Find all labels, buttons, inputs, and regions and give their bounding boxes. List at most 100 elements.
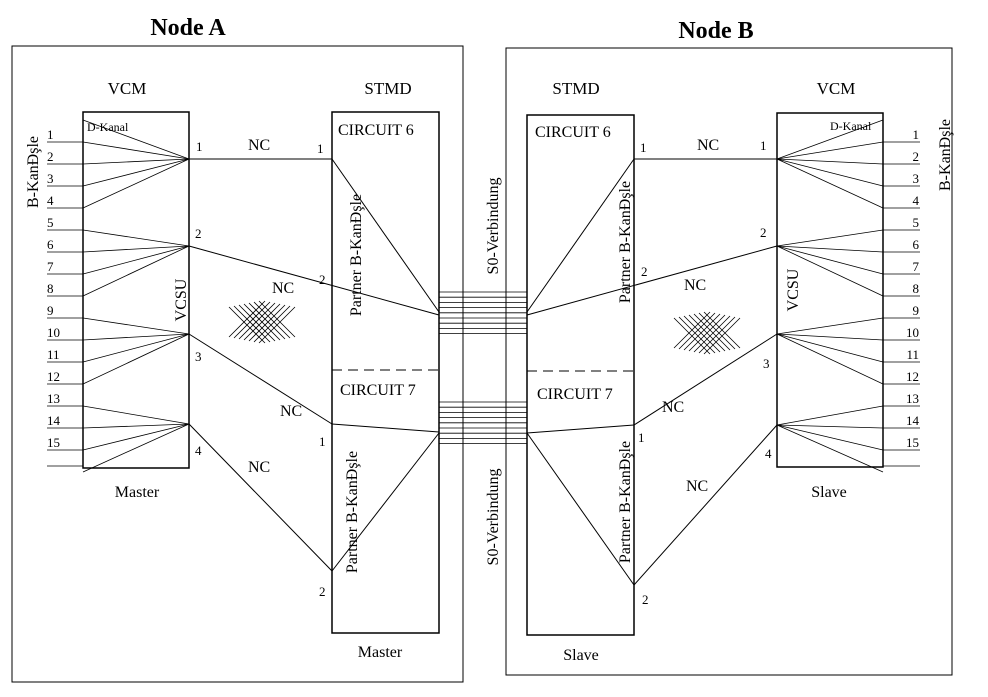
b-c6p1-diag <box>526 158 635 313</box>
b-c6-port-1: 1 <box>640 140 647 155</box>
a-fan-line <box>82 423 190 429</box>
node-b-title: Node B <box>678 18 753 44</box>
node-a-channel-fans <box>82 119 190 473</box>
a-channel-number: 11 <box>47 347 60 362</box>
hatch-line <box>703 317 741 355</box>
a-fan-line <box>82 333 190 363</box>
hatch-line <box>238 304 276 342</box>
node-a-circuit7: CIRCUIT 7 <box>340 382 416 399</box>
b-c6-port-2: 2 <box>641 264 648 279</box>
b-c7p2-diag <box>526 432 635 586</box>
hatch-line <box>253 305 291 343</box>
node-a-d-kanal: D-Kanal <box>87 120 129 134</box>
a-channel-number: 10 <box>47 325 60 340</box>
hatch-line <box>693 313 731 351</box>
b-link-p4 <box>633 424 778 586</box>
hatch-line <box>258 306 296 344</box>
b-channel-number: 15 <box>906 435 919 450</box>
node-b-circuit6: CIRCUIT 6 <box>535 124 611 141</box>
b-fan-line <box>776 245 884 297</box>
b-vcm-port-4: 4 <box>765 446 772 461</box>
a-channel-number: 7 <box>47 259 54 274</box>
node-b-vcm-footer: Slave <box>811 484 847 501</box>
a-c6-port-2: 2 <box>319 272 326 287</box>
a-fan-line <box>82 158 190 165</box>
a-channel-number: 14 <box>47 413 61 428</box>
a-fan-line <box>82 405 190 425</box>
node-a-c7-partner-label: Partner B-KanÐşle <box>344 451 361 573</box>
node-a-stmd-footer: Master <box>358 644 403 661</box>
node-b-c7-partner-label: Partner B-KanÐşle <box>617 441 634 563</box>
node-a-title: Node A <box>150 15 226 41</box>
b-fan-line <box>776 424 884 473</box>
node-a-vcm-box <box>82 111 190 469</box>
node-a-vcm-footer: Master <box>115 484 160 501</box>
a-nc-2: NC <box>272 280 294 297</box>
b-fan-line <box>776 333 884 341</box>
a-fan-line <box>82 423 190 473</box>
a-fan-line <box>82 245 190 253</box>
a-c6-port-1: 1 <box>317 141 324 156</box>
a-vcm-port-4: 4 <box>195 443 202 458</box>
a-nc-4: NC <box>248 459 270 476</box>
hatch-line <box>688 314 726 352</box>
node-a-circuit6: CIRCUIT 6 <box>338 122 414 139</box>
node-b-frame <box>505 47 953 676</box>
a-fan-line <box>82 245 190 297</box>
a-channel-number: 13 <box>47 391 60 406</box>
b-nc-1: NC <box>697 137 719 154</box>
a-channel-number: 4 <box>47 193 54 208</box>
a-fan-line <box>82 423 190 451</box>
hatch-line <box>233 301 271 339</box>
a-vcm-port-3: 3 <box>195 349 202 364</box>
hatch-line <box>678 312 716 350</box>
s0-bundles <box>439 291 527 445</box>
a-link-p4 <box>188 423 333 572</box>
b-channel-number: 2 <box>913 149 920 164</box>
a-channel-number: 12 <box>47 369 60 384</box>
b-channel-number: 4 <box>913 193 920 208</box>
hatch-line <box>683 313 721 351</box>
node-a-vcsu: VCSU <box>173 278 190 321</box>
b-dkanal-line <box>776 119 884 160</box>
b-fan-line <box>776 424 884 429</box>
hatch-line <box>258 300 296 338</box>
a-c7-port-2: 2 <box>319 584 326 599</box>
a-fan-line <box>82 158 190 209</box>
b-channel-number: 3 <box>913 171 920 186</box>
b-channel-number: 13 <box>906 391 919 406</box>
b-vcm-port-2: 2 <box>760 225 767 240</box>
a-channel-number: 6 <box>47 237 54 252</box>
hatch-line <box>698 312 736 350</box>
node-b-c6-partner-label: Partner B-KanÐşle <box>617 181 634 303</box>
a-channel-number: 3 <box>47 171 54 186</box>
node-b-stmd-footer: Slave <box>563 647 599 664</box>
a-channel-number: 15 <box>47 435 60 450</box>
b-channel-number: 8 <box>913 281 920 296</box>
b-fan-line <box>776 405 884 426</box>
connection-lines <box>188 158 778 586</box>
node-a-nc-hatch <box>228 300 296 344</box>
a-vcm-port-2: 2 <box>195 226 202 241</box>
a-fan-line <box>82 317 190 335</box>
a-channel-number: 2 <box>47 149 54 164</box>
node-b-nc-hatch <box>673 311 741 355</box>
b-channel-number: 6 <box>913 237 920 252</box>
b-channel-number: 10 <box>906 325 919 340</box>
b-fan-line <box>776 245 884 253</box>
b-channel-number: 7 <box>913 259 920 274</box>
node-b-vcsu: VCSU <box>785 268 802 311</box>
hatch-line <box>698 316 736 354</box>
b-nc-4: NC <box>686 478 708 495</box>
b-nc-3: NC <box>662 399 684 416</box>
node-a-stmd-box <box>331 111 440 634</box>
hatch-line <box>253 301 291 339</box>
s0-label-top: S0-Verbindung <box>485 178 502 275</box>
a-channel-number: 5 <box>47 215 54 230</box>
node-b-stmd-box <box>526 114 635 636</box>
node-b-vcm-label: VCM <box>817 79 856 98</box>
node-b-vcm-box <box>776 112 884 468</box>
a-nc-1: NC <box>248 137 270 154</box>
